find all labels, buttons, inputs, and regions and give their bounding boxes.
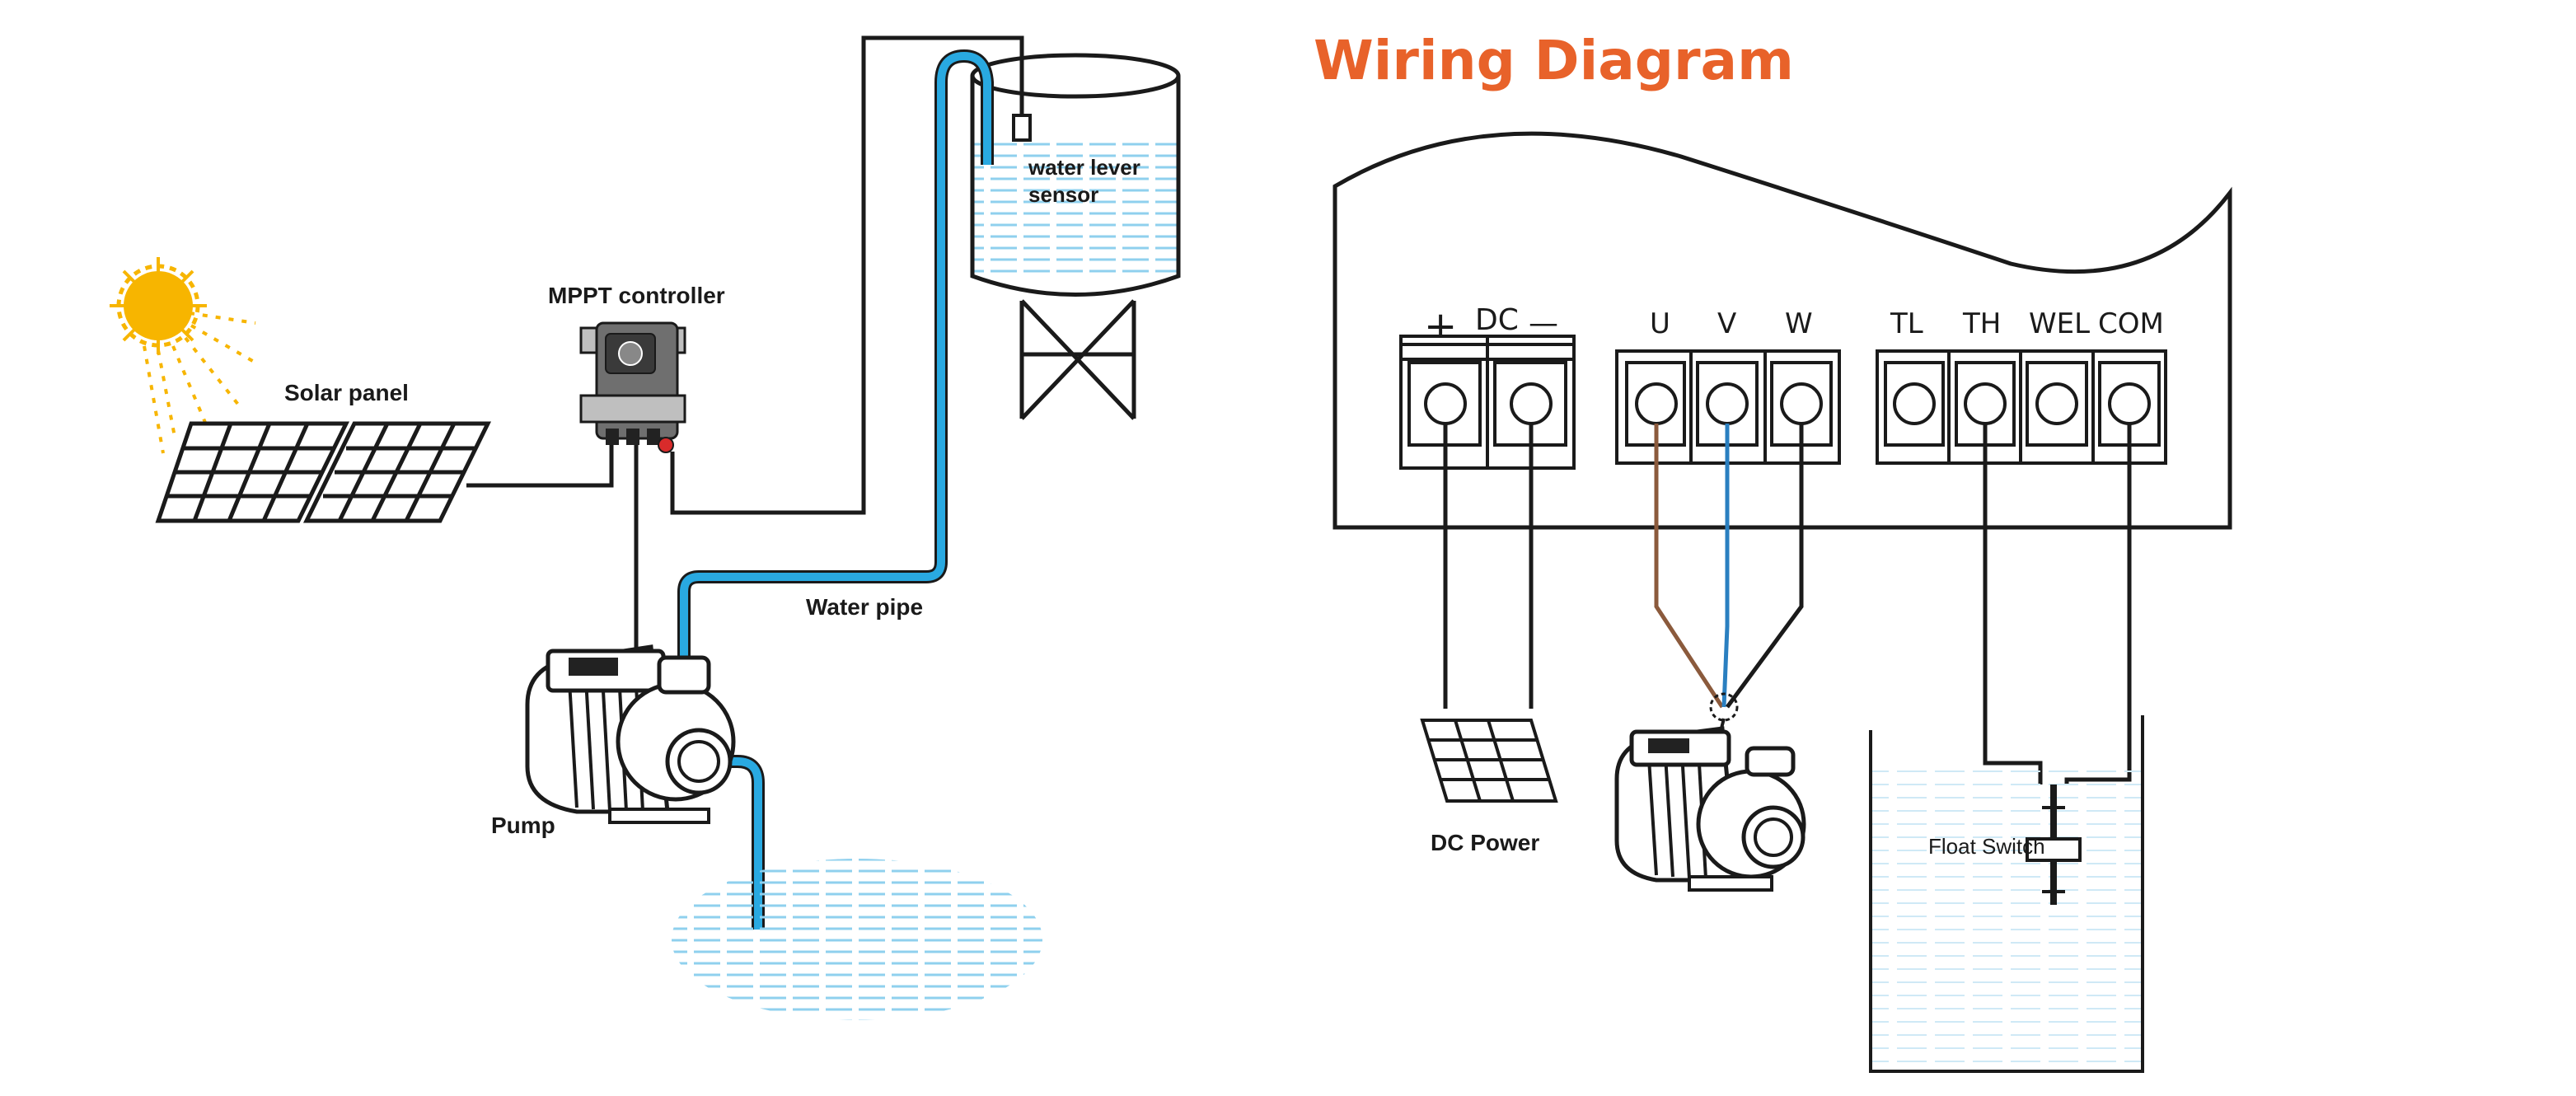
- terminal-label-u: U: [1650, 307, 1670, 340]
- terminal-label-v: V: [1717, 307, 1736, 340]
- u-wire: [1654, 424, 1725, 709]
- dc-power-label: DC Power: [1431, 830, 1539, 855]
- junction-marker: [1709, 692, 1739, 722]
- dc-label: DC: [1475, 303, 1519, 337]
- terminal-label-w: W: [1785, 307, 1813, 340]
- water-source-icon: [672, 859, 1042, 1020]
- water-tank-icon: [970, 53, 1181, 420]
- sensor-label-line2: sensor: [1028, 182, 1098, 207]
- dc-terminal-block: [1399, 335, 1576, 470]
- sun-icon: [110, 257, 256, 454]
- solar-wire: [466, 443, 614, 488]
- terminal-label-th: TH: [1962, 307, 2001, 340]
- sensor-terminal-block: [1876, 349, 2167, 465]
- v-wire: [1721, 424, 1730, 708]
- solar-panel-icon: [1420, 719, 1558, 803]
- water-pipe: [680, 52, 991, 659]
- pump-icon: [1614, 726, 1806, 892]
- mppt-controller-icon: [579, 321, 686, 453]
- water-tank-icon: [1869, 715, 2144, 1073]
- solar-panel-label: Solar panel: [284, 380, 409, 405]
- terminal-label-wel: WEL: [2029, 307, 2090, 340]
- w-wire: [1725, 424, 1804, 709]
- pump-icon: [525, 644, 736, 824]
- wiring-diagram-title: Wiring Diagram: [1314, 29, 1794, 92]
- sensor-wire: [670, 35, 1024, 515]
- terminal-label-com: COM: [2098, 307, 2164, 340]
- solar-panel-icon: [155, 421, 492, 523]
- terminal-label-tl: TL: [1890, 307, 1923, 340]
- controller-label: MPPT controller: [548, 283, 725, 308]
- float-switch-label: Float Switch: [1928, 834, 2045, 859]
- suction-pipe: [707, 757, 762, 930]
- float-switch-icon: [2026, 785, 2082, 905]
- sensor-label-line1: water lever: [1028, 155, 1140, 180]
- pipe-label: Water pipe: [806, 594, 923, 620]
- pump-label: Pump: [491, 813, 555, 838]
